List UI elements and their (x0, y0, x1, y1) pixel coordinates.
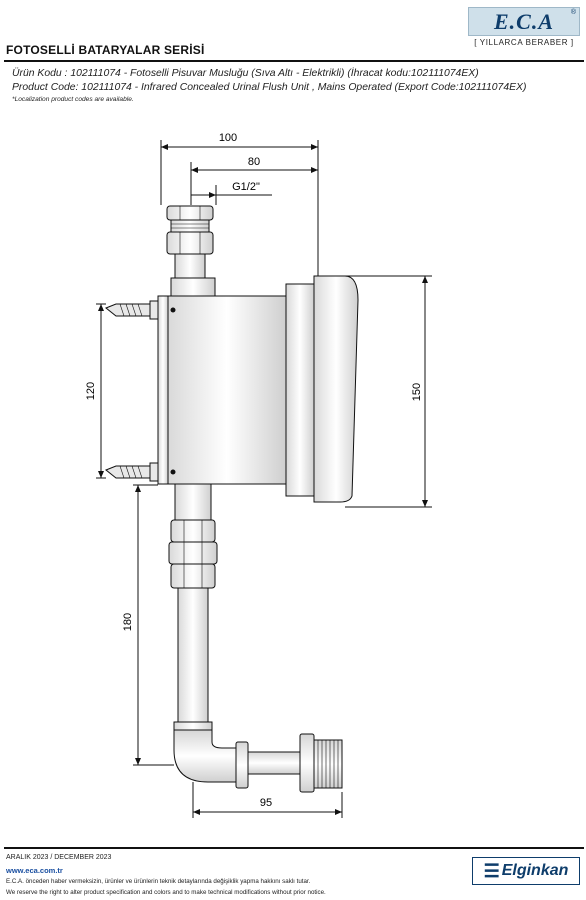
registered-mark: ® (570, 9, 576, 16)
arrow-80-left (191, 167, 198, 173)
arrow-80-right (311, 167, 318, 173)
sensor-cover (313, 275, 359, 503)
eca-logo-text: E.C.A (493, 8, 555, 34)
outlet-pipe (177, 587, 209, 727)
top-nut-lower (166, 231, 214, 255)
bottom-nut-upper (170, 519, 216, 543)
valve-body (167, 295, 287, 485)
top-collar (170, 277, 216, 297)
elginkan-mark-icon: ☰ (483, 860, 500, 881)
dim-label-100: 100 (219, 132, 237, 144)
dim-label-120: 120 (85, 382, 97, 400)
arrow-g12 (209, 192, 216, 198)
mounting-plate (157, 295, 169, 485)
horizontal-pipe (247, 751, 305, 775)
top-stem (174, 253, 206, 279)
cover-frame (285, 283, 315, 497)
brand-slogan: [ YILLARCA BERABER ] (474, 38, 574, 47)
localization-note: *Localization product codes are availabl… (12, 96, 134, 103)
dim-label-80: 80 (248, 156, 260, 168)
wall-anchors (105, 300, 159, 482)
pipe-ring (173, 721, 213, 731)
outlet-thread (313, 739, 343, 789)
elginkan-logo-text: Elginkan (501, 862, 569, 879)
dim-label-150: 150 (411, 383, 423, 401)
dim-label-180: 180 (122, 613, 134, 631)
eca-logo: E.C.A ® (468, 7, 580, 36)
arrow-100-right (311, 144, 318, 150)
elbow-collar (235, 741, 249, 789)
disclaimer-tr: E.C.A. önceden haber vermeksizin, ürünle… (6, 878, 311, 885)
top-nut-upper (166, 205, 214, 221)
outlet-flange (299, 733, 315, 793)
top-thread (170, 219, 210, 233)
disclaimer-en: We reserve the right to alter product sp… (6, 889, 326, 896)
dim-label-95: 95 (260, 797, 272, 809)
header-divider (4, 60, 584, 62)
product-code-tr: Ürün Kodu : 102111074 - Fotoselli Pisuva… (12, 68, 479, 79)
footer-divider (4, 847, 584, 849)
series-title: FOTOSELLİ BATARYALAR SERİSİ (6, 43, 205, 57)
bottom-stem (174, 483, 212, 521)
dim-label-thread: G1/2" (232, 181, 260, 193)
product-code-en: Product Code: 102111074 - Infrared Conce… (12, 82, 527, 93)
anchor-bottom-head (149, 462, 159, 482)
anchor-top-head (149, 300, 159, 320)
bottom-nut-lower (170, 563, 216, 589)
publication-date: ARALIK 2023 / DECEMBER 2023 (6, 854, 112, 861)
website-link[interactable]: www.eca.com.tr (6, 866, 63, 875)
arrow-100-left (161, 144, 168, 150)
elbow-fitting (173, 729, 237, 783)
bottom-nut-mid (168, 541, 218, 565)
elginkan-logo: ☰ Elginkan (472, 857, 580, 885)
